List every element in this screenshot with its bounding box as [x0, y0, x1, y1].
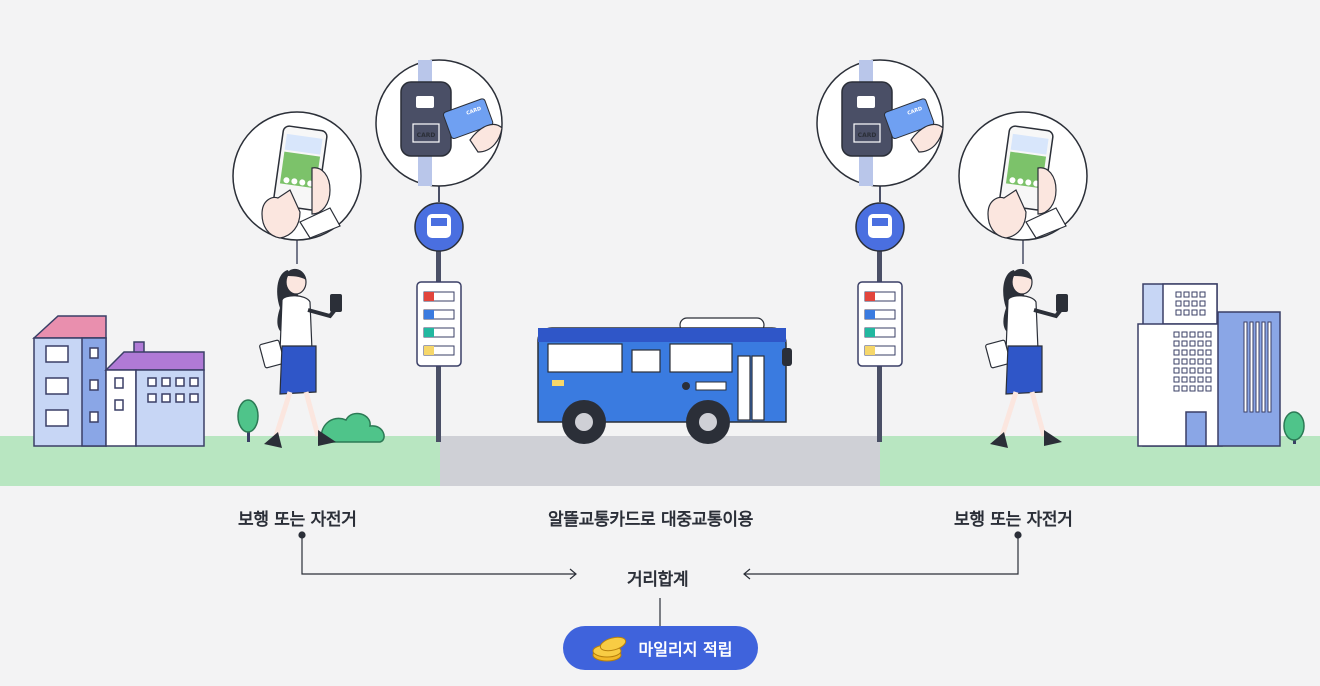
card-text: CARD — [907, 106, 924, 117]
mileage-earn-text: 마일리지 적립 — [638, 640, 733, 659]
woman-walking-left — [259, 268, 342, 448]
public-transport-label: 알뜰교통카드로 대중교통이용 — [548, 510, 754, 530]
card-reader-circle-right: CARD CARD — [816, 59, 944, 202]
woman-walking-right — [985, 268, 1068, 448]
mileage-earn-badge: 마일리지 적립 — [563, 626, 758, 670]
phone-circle-left — [232, 111, 362, 264]
bush-left — [320, 412, 385, 443]
distance-total-label: 거리합계 — [627, 570, 689, 590]
tree-left — [237, 399, 259, 442]
buildings-right — [1137, 283, 1281, 447]
flow-connectors — [298, 531, 1022, 626]
phone-circle-right — [958, 111, 1088, 264]
road — [440, 436, 880, 486]
walk-or-bike-label-right: 보행 또는 자전거 — [954, 510, 1073, 530]
houses-left — [32, 315, 205, 447]
bus-stop-left — [414, 202, 464, 442]
walk-or-bike-label-left: 보행 또는 자전거 — [238, 510, 357, 530]
smartphone-icon — [998, 125, 1054, 211]
card-reader-text: CARD — [858, 132, 877, 139]
card-reader-text: CARD — [417, 132, 436, 139]
bus-stop-right — [855, 202, 905, 442]
tree-right — [1283, 411, 1305, 444]
coin-stack-icon — [592, 636, 626, 662]
card-reader-circle-left: CARD CARD — [375, 59, 503, 202]
card-reader-icon — [400, 81, 452, 157]
card-reader-icon — [841, 81, 893, 157]
card-text: CARD — [466, 106, 483, 117]
bus — [537, 317, 792, 444]
